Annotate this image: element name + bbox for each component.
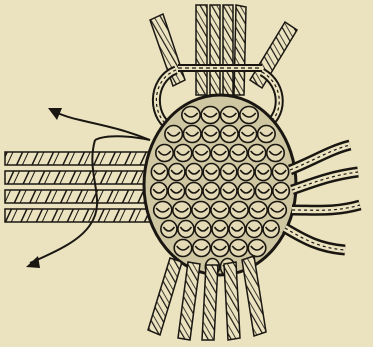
knot-cell: [229, 221, 245, 238]
knot-cell: [178, 221, 194, 238]
knot-cell: [249, 202, 267, 219]
knot-cell: [268, 202, 286, 219]
bottom-strand: [242, 256, 266, 336]
knot-cell: [221, 164, 237, 181]
knot-cell: [246, 221, 262, 238]
knot-cell: [263, 221, 279, 238]
knot-cell: [255, 164, 271, 181]
knot-cell: [151, 164, 167, 181]
working-end: [30, 112, 150, 263]
knot-cell: [193, 240, 211, 257]
bottom-strand: [178, 262, 200, 340]
left-strand: [5, 209, 155, 222]
knot-cell: [248, 145, 265, 162]
knot-cell: [203, 164, 219, 181]
knot-cell: [272, 164, 288, 181]
knot-cell: [173, 202, 191, 219]
knot-cell: [255, 183, 271, 200]
top-strand: [196, 5, 207, 95]
knot-cell: [193, 145, 210, 162]
knot-cell: [239, 126, 257, 143]
knot-cell: [211, 202, 229, 219]
knot-cell: [192, 202, 210, 219]
knot-cell: [174, 145, 191, 162]
knot-body: [144, 95, 296, 276]
left-strand: [5, 190, 155, 203]
bottom-strand: [202, 265, 218, 340]
knot-cell: [221, 183, 237, 200]
top-strand: [210, 5, 220, 95]
knot-cell: [186, 164, 202, 181]
knot-cell: [161, 221, 177, 238]
left-strand: [5, 171, 155, 184]
top-strand: [223, 5, 233, 95]
knot-cell: [165, 126, 183, 143]
knot-cell: [169, 164, 185, 181]
knot-cell: [240, 107, 258, 124]
knot-cell: [238, 183, 254, 200]
knot-cell: [151, 183, 167, 200]
arrow-icon: [26, 256, 40, 268]
knot-cell: [221, 126, 239, 143]
knot-cell: [212, 221, 228, 238]
knot-cell: [203, 183, 219, 200]
knot-cell: [273, 183, 289, 200]
knot-cell: [195, 221, 211, 238]
knot-cell: [154, 202, 172, 219]
bottom-rope-strands: [148, 256, 266, 340]
knot-cell: [221, 107, 239, 124]
knot-cell: [156, 145, 173, 162]
knot-cell: [168, 183, 184, 200]
knot-cell: [182, 107, 200, 124]
knot-cell: [230, 145, 247, 162]
left-strand: [5, 152, 155, 165]
knot-cell: [186, 183, 202, 200]
knot-cell: [267, 145, 284, 162]
knot-cell: [238, 164, 254, 181]
knot-cell: [202, 126, 220, 143]
knot-cell: [230, 202, 248, 219]
knot-cell: [258, 126, 276, 143]
top-strand: [234, 5, 246, 95]
knot-cell: [201, 107, 219, 124]
knot-cell: [211, 145, 228, 162]
knot-cell: [183, 126, 201, 143]
knot-cell: [230, 240, 248, 257]
knot-cell: [211, 240, 229, 257]
bottom-strand: [148, 258, 182, 335]
knot-cell: [248, 240, 266, 257]
left-rope-strands: [5, 152, 155, 222]
knot-cell: [174, 240, 192, 257]
